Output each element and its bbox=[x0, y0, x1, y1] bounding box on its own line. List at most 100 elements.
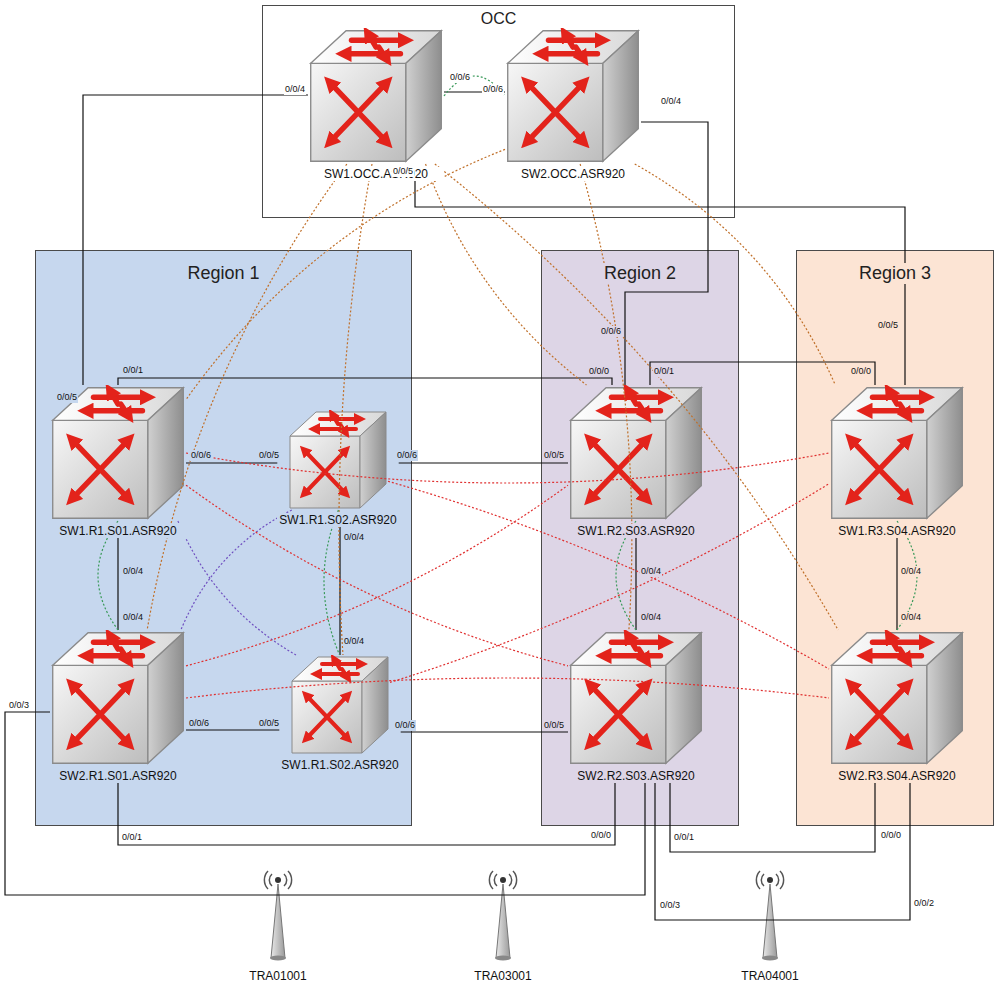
port-slot: 0/0/6 bbox=[190, 450, 212, 461]
port-label: 0/0/5 bbox=[543, 450, 565, 461]
link-line bbox=[118, 378, 612, 385]
logical-link bbox=[897, 521, 917, 630]
site-box: OCCSW1.OCC.ASR920SW2.OCC.ASR920 bbox=[262, 5, 735, 218]
port-label: 0/0/6 bbox=[449, 72, 471, 83]
logical-link bbox=[339, 164, 372, 655]
link-line bbox=[670, 783, 875, 852]
region-title: Region 2 bbox=[601, 263, 679, 284]
port-label: 0/0/6 bbox=[394, 720, 416, 731]
link-line bbox=[399, 462, 568, 463]
port-slot: 0/0/4 bbox=[900, 612, 922, 623]
antenna-icon bbox=[483, 868, 523, 963]
link-line bbox=[625, 122, 708, 385]
region-band: Region 2 SW1.R2.S03.ASR920SW2.R2.S03.ASR9… bbox=[541, 250, 739, 826]
antenna-mast bbox=[489, 871, 516, 961]
switch-cube bbox=[53, 388, 184, 519]
link-line bbox=[117, 538, 118, 630]
switch-node: SW1.R1.S02.ASR920 bbox=[279, 655, 400, 772]
port-label: 0/0/6 bbox=[188, 718, 210, 729]
port-slot: 0/0/2 bbox=[913, 898, 935, 909]
port-slot: 0/0/6 bbox=[600, 326, 622, 337]
link-line bbox=[635, 538, 636, 630]
port-slot: 0/0/1 bbox=[121, 832, 143, 843]
switch-cube bbox=[508, 31, 639, 162]
port-slot: 0/0/5 bbox=[56, 392, 78, 403]
port-slot: 0/0/6 bbox=[396, 450, 418, 461]
switch-cube bbox=[571, 388, 702, 519]
port-slot: 0/0/4 bbox=[122, 612, 144, 623]
port-label: 0/0/5 bbox=[543, 720, 565, 731]
logical-link bbox=[186, 149, 505, 399]
antenna-node: TRA03001 bbox=[472, 868, 533, 983]
logical-link bbox=[147, 164, 347, 630]
port-slot: 0/0/0 bbox=[850, 366, 872, 377]
link-line bbox=[83, 95, 308, 385]
switch-node: SW1.OCC.ASR920 bbox=[308, 28, 444, 181]
port-slot: 0/0/4 bbox=[343, 636, 365, 647]
logical-link bbox=[580, 164, 632, 630]
switch-icon bbox=[290, 655, 390, 755]
switch-cube bbox=[53, 633, 184, 764]
switch-node: SW1.R3.S04.ASR920 bbox=[829, 385, 965, 538]
site-label: TRA03001 bbox=[472, 969, 533, 983]
switch-node: SW2.R2.S03.ASR920 bbox=[568, 630, 704, 783]
port-label: 0/0/6 bbox=[482, 84, 504, 95]
antenna-node: TRA04001 bbox=[739, 868, 800, 983]
port-label: 0/0/3 bbox=[659, 900, 681, 911]
link-line bbox=[186, 729, 279, 730]
logical-link bbox=[444, 76, 505, 96]
switch-icon bbox=[308, 28, 444, 164]
port-slot: 0/0/1 bbox=[653, 366, 675, 377]
switch-icon bbox=[50, 630, 186, 766]
switch-icon bbox=[829, 385, 965, 521]
link-line bbox=[186, 462, 277, 463]
logical-link bbox=[186, 485, 568, 666]
port-slot: 0/0/0 bbox=[588, 366, 610, 377]
switch-label: SW1.R2.S03.ASR920 bbox=[568, 524, 704, 538]
port-label: 0/0/2 bbox=[913, 898, 935, 909]
switch-label: SW1.R1.S02.ASR920 bbox=[277, 513, 398, 527]
logical-link bbox=[181, 510, 292, 630]
antenna-mast bbox=[264, 871, 291, 961]
switch-node: SW1.R1.S01.ASR920 bbox=[50, 385, 186, 538]
logical-link bbox=[178, 521, 296, 655]
switch-cube bbox=[832, 633, 963, 764]
switch-label: SW2.OCC.ASR920 bbox=[505, 167, 641, 181]
logical-link bbox=[324, 510, 340, 655]
antenna-icon bbox=[750, 868, 790, 963]
port-slot: 0/0/4 bbox=[343, 532, 365, 543]
port-label: 0/0/4 bbox=[900, 566, 922, 577]
switch-icon bbox=[829, 630, 965, 766]
logical-link bbox=[388, 481, 829, 669]
logical-link bbox=[186, 485, 568, 666]
logical-link bbox=[426, 164, 587, 385]
port-label: 0/0/0 bbox=[588, 366, 610, 377]
link-line bbox=[5, 712, 645, 895]
link-line bbox=[896, 538, 897, 630]
port-slot: 0/0/4 bbox=[640, 566, 662, 577]
port-label: 0/0/4 bbox=[660, 96, 682, 107]
antenna-icon bbox=[258, 868, 298, 963]
port-slot: 0/0/3 bbox=[659, 900, 681, 911]
link-line bbox=[401, 731, 568, 732]
port-label: 0/0/5 bbox=[258, 450, 280, 461]
region-band: Region 3SW1.R3.S04.ASR920SW2.R3.S04.ASR9… bbox=[796, 250, 994, 826]
switch-node: SW1.R2.S03.ASR920 bbox=[568, 385, 704, 538]
link-line bbox=[655, 783, 910, 920]
switch-cube bbox=[832, 388, 963, 519]
link-line bbox=[415, 181, 905, 385]
port-label: 0/0/0 bbox=[880, 830, 902, 841]
port-slot: 0/0/6 bbox=[449, 72, 471, 83]
antenna-mast bbox=[756, 871, 783, 961]
site-label: TRA01001 bbox=[247, 969, 308, 983]
port-label: 0/0/4 bbox=[640, 566, 662, 577]
switch-label: SW2.R3.S04.ASR920 bbox=[829, 769, 965, 783]
port-label: 0/0/1 bbox=[122, 365, 144, 376]
port-label: 0/0/4 bbox=[122, 612, 144, 623]
link-line bbox=[339, 527, 340, 655]
switch-node: SW2.R3.S04.ASR920 bbox=[829, 630, 965, 783]
link-line bbox=[118, 783, 615, 845]
port-slot: 0/0/5 bbox=[258, 450, 280, 461]
